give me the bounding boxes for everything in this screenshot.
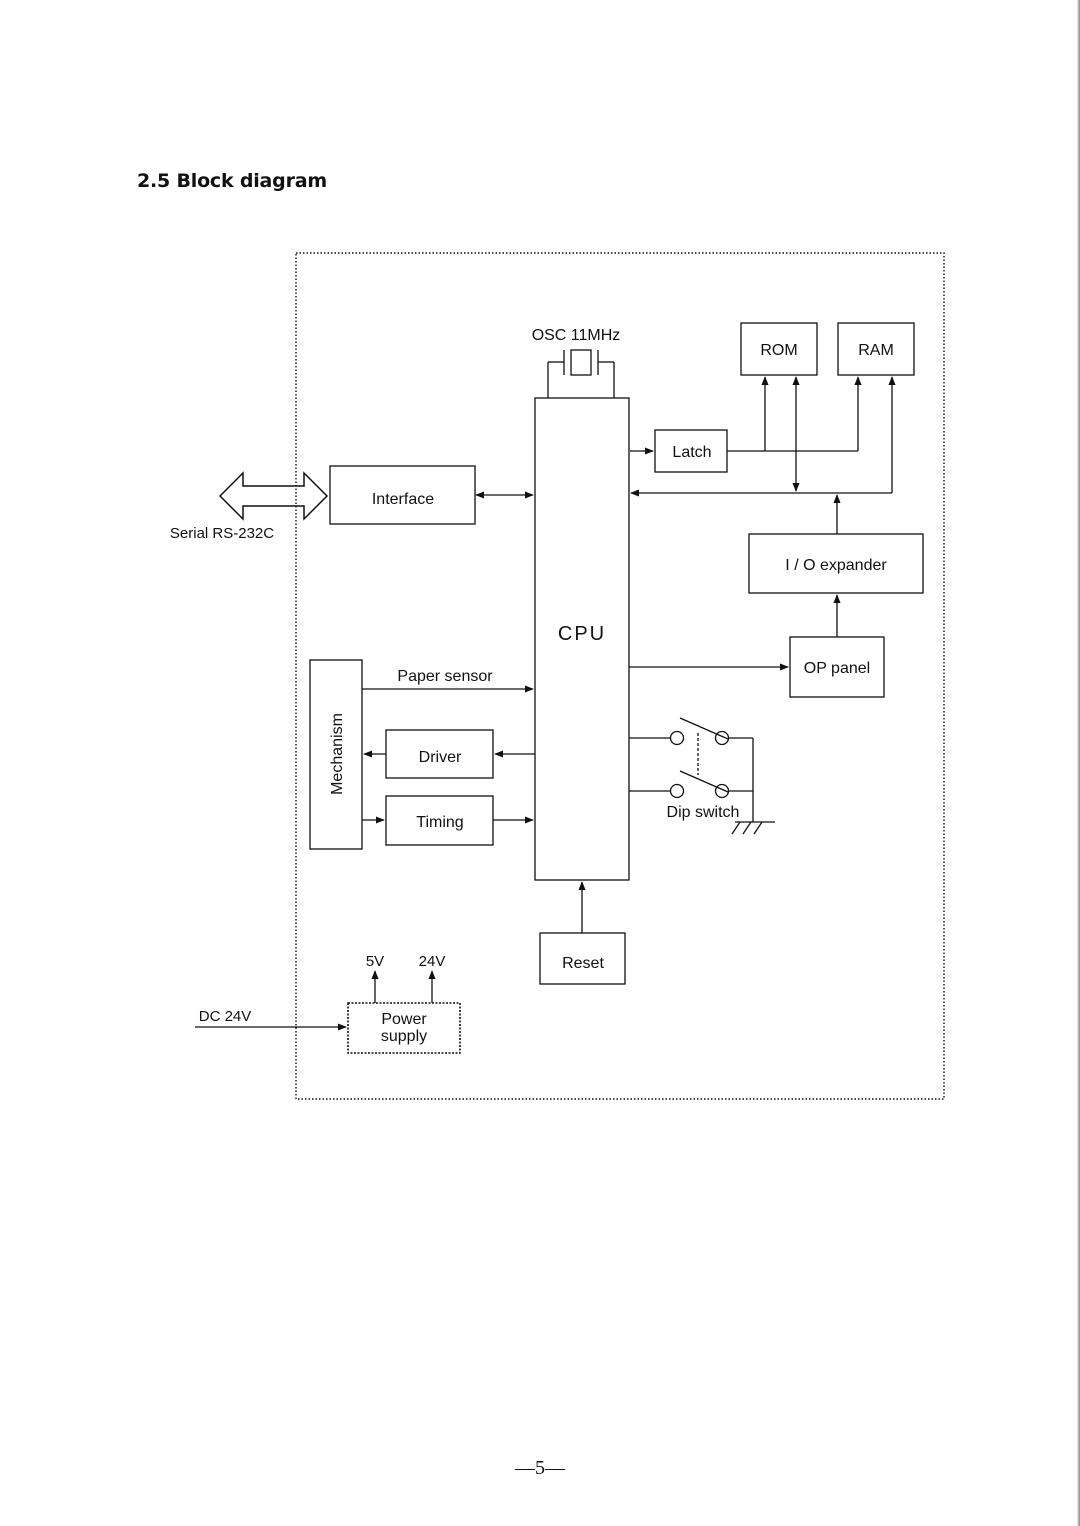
latch-label: Latch [672, 444, 711, 461]
cpu-block [534, 397, 630, 881]
page-number: —5— [515, 1457, 565, 1479]
mechanism-block [309, 659, 363, 850]
power-supply-label-1: Power [381, 1011, 427, 1028]
rom-block [740, 322, 818, 376]
interface-block [329, 465, 476, 525]
cpu-label: CPU [558, 623, 606, 645]
power-supply-label-2: supply [381, 1028, 427, 1045]
rom-label: ROM [760, 342, 797, 359]
interface-label: Interface [372, 491, 434, 508]
io-expander-label: I / O expander [785, 557, 887, 574]
dip-switch-icon [629, 717, 775, 835]
v5-label: 5V [366, 953, 384, 970]
serial-label: Serial RS-232C [170, 525, 274, 542]
reset-label: Reset [562, 955, 604, 972]
system-boundary [295, 252, 945, 1100]
osc-label: OSC 11MHz [532, 327, 621, 344]
serial-double-arrow [218, 471, 329, 521]
timing-label: Timing [416, 814, 463, 831]
dip-switch-label: Dip switch [667, 804, 740, 821]
mechanism-label: Mechanism [329, 713, 346, 795]
v24-label: 24V [419, 953, 446, 970]
ram-block [837, 322, 915, 376]
io-expander-block [748, 533, 924, 594]
section-heading: 2.5 Block diagram [137, 170, 327, 192]
crystal-icon [547, 349, 615, 398]
ram-label: RAM [858, 342, 894, 359]
driver-label: Driver [419, 749, 462, 766]
dc-input-label: DC 24V [199, 1008, 252, 1025]
op-panel-label: OP panel [804, 660, 870, 677]
paper-sensor-label: Paper sensor [397, 668, 493, 685]
power-supply-block [347, 1002, 461, 1054]
page-edge [1077, 0, 1080, 1526]
